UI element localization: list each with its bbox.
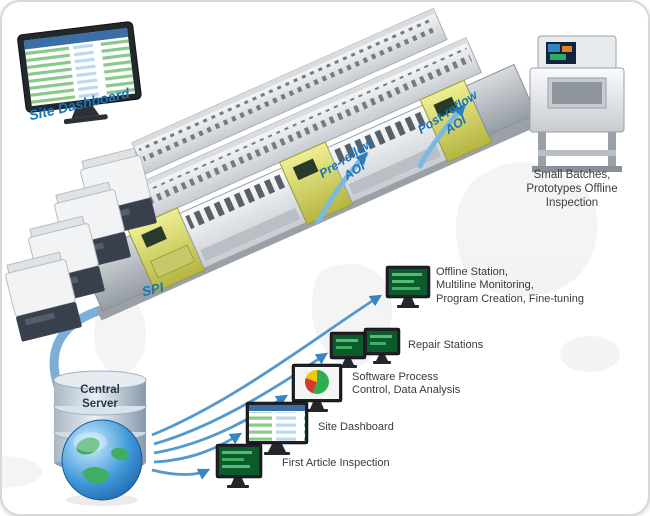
board-loaders — [5, 147, 157, 342]
feeder-row-back — [131, 7, 448, 175]
post-reflow-arrow — [417, 103, 467, 169]
offline-station-label: Offline Station, Multiline Monitoring, P… — [436, 266, 584, 305]
offline-station-monitor — [385, 265, 431, 308]
feeder-row-mid — [113, 37, 483, 230]
site-dashboard-monitor-small — [245, 401, 309, 455]
unloader-machine — [465, 63, 537, 136]
central-server-icon — [53, 370, 147, 506]
offline-inspection-machine — [529, 35, 625, 172]
arrow-to-first-article — [151, 468, 211, 480]
arrow-to-site-dashboard — [153, 432, 243, 464]
repair-station-monitor-1 — [329, 331, 367, 368]
monitor-stand — [71, 104, 100, 119]
repair-station-monitor-2 — [363, 327, 401, 364]
central-server-label: Central Server — [80, 384, 120, 411]
software-process-monitor — [291, 363, 343, 412]
first-article-label: First Article Inspection — [282, 457, 390, 469]
site-dashboard-monitor-large — [17, 21, 142, 125]
placement-machine-2 — [327, 104, 448, 204]
software-process-label: Software Process Control, Data Analysis — [352, 371, 461, 397]
pie-chart — [304, 370, 329, 394]
site-dashboard-small-label: Site Dashboard — [318, 421, 394, 433]
first-article-monitor — [215, 443, 263, 488]
arrow-to-offline-station — [151, 294, 383, 437]
pre-reflow-aoi-machine — [278, 141, 354, 226]
placement-machine-1 — [179, 167, 308, 269]
server-disk-1 — [53, 370, 147, 390]
pre-reflow-arrow — [315, 151, 369, 225]
offline-inspection-label: Small Batches, Prototypes Offline Inspec… — [526, 169, 618, 210]
repair-stations-label: Repair Stations — [408, 339, 484, 351]
globe-icon — [61, 419, 143, 501]
board-loader-4 — [5, 251, 82, 342]
